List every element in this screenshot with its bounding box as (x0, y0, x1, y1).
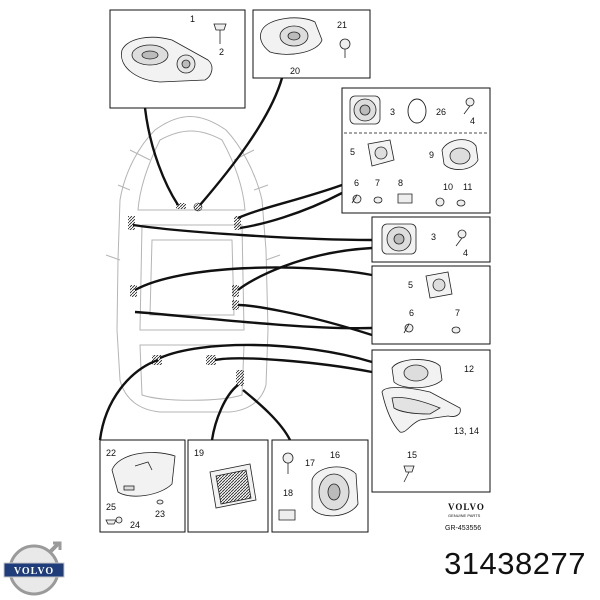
callout-4-rear: 4 (463, 248, 468, 258)
small-volvo-logo: VOLVO GENUINE PARTS (448, 502, 485, 518)
callout-15: 15 (407, 450, 417, 460)
small-logo-text: VOLVO (448, 502, 485, 512)
speaker-bracket-part (381, 387, 461, 433)
speaker-mark-subwoofer (236, 370, 244, 386)
screw-icon (339, 38, 351, 58)
volvo-logo: VOLVO (3, 541, 65, 596)
speaker-mark-dash-center (176, 203, 186, 209)
drawing-reference: GR-453556 (445, 525, 481, 532)
small-parts-row (278, 452, 296, 521)
callout-18: 18 (283, 488, 293, 498)
small-logo-subtext: GENUINE PARTS (448, 513, 481, 518)
speaker-mark-front-left-door (128, 216, 135, 230)
callout-9: 9 (429, 150, 434, 160)
box-rear-door-speaker-assembly: 3 4 (371, 216, 491, 263)
callout-10: 10 (443, 182, 453, 192)
callout-6-rear: 6 (409, 308, 414, 318)
callout-26: 26 (436, 107, 446, 117)
callout-3-rear: 3 (431, 232, 436, 242)
small-parts-row (403, 323, 461, 334)
callout-8: 8 (398, 178, 403, 188)
callout-5: 5 (350, 147, 355, 157)
speaker-mark-rear-right-door (232, 285, 239, 297)
callout-23: 23 (155, 509, 165, 519)
center-speaker-part (121, 36, 213, 83)
small-parts-row (105, 499, 164, 525)
callout-3: 3 (390, 107, 395, 117)
box-rear-tweeter-assembly: 5 6 7 (371, 265, 491, 345)
callout-2: 2 (219, 47, 224, 57)
dash-speaker-part (260, 17, 323, 55)
callout-17: 17 (305, 458, 315, 468)
subwoofer-part (311, 466, 359, 517)
callout-1: 1 (190, 14, 195, 24)
box-center-speaker-assembly: 1 2 (109, 9, 246, 109)
screw-icon (463, 97, 475, 115)
callout-24: 24 (130, 520, 140, 530)
woofer-part (349, 95, 381, 125)
callout-25: 25 (106, 502, 116, 512)
callout-20: 20 (290, 66, 300, 76)
box-dash-speaker-assembly: 21 20 (252, 9, 371, 79)
callout-7-rear: 7 (455, 308, 460, 318)
leader-lines (98, 77, 373, 441)
part-number: 31438277 (444, 546, 586, 581)
box-subwoofer-assembly: 16 17 18 (271, 439, 369, 533)
callout-19: 19 (194, 448, 204, 458)
box-front-door-speaker-assembly: 3 26 4 5 9 6 7 8 10 11 (341, 87, 491, 214)
callout-7: 7 (375, 178, 380, 188)
car-outline (105, 116, 281, 413)
screw-icon (455, 229, 467, 247)
speaker-mark-rear-right-shelf (206, 355, 216, 365)
callout-6: 6 (354, 178, 359, 188)
callout-11: 11 (463, 182, 472, 192)
logo-text: VOLVO (14, 566, 54, 577)
speaker-mark-rear-right-tweeter (232, 300, 239, 310)
speaker-mark-front-right-door (234, 216, 241, 230)
callout-16: 16 (330, 450, 340, 460)
woofer-part (381, 223, 417, 255)
tweeter-part (425, 271, 453, 299)
tweeter-large-part (441, 139, 479, 170)
callout-13-14: 13, 14 (454, 426, 479, 436)
callout-22: 22 (106, 448, 116, 458)
speaker-mark-rear-left-door (130, 285, 137, 297)
screw-icon (213, 23, 227, 44)
screw-icon (403, 465, 415, 483)
vent-grille-part (209, 463, 257, 509)
callout-12: 12 (464, 364, 474, 374)
grille-cover-part (111, 452, 176, 497)
callout-21: 21 (337, 20, 347, 30)
box-rear-shelf-speaker-assembly: 12 13, 14 15 (371, 349, 491, 493)
small-parts-row (351, 193, 466, 207)
gasket-ring (407, 98, 427, 124)
callout-5-rear: 5 (408, 280, 413, 290)
shelf-speaker-part (391, 359, 443, 389)
callout-4: 4 (470, 116, 475, 126)
tweeter-part (367, 139, 395, 167)
box-vent-grille: 19 (187, 439, 269, 533)
box-grille-cover-assembly: 22 25 23 24 (99, 439, 186, 533)
